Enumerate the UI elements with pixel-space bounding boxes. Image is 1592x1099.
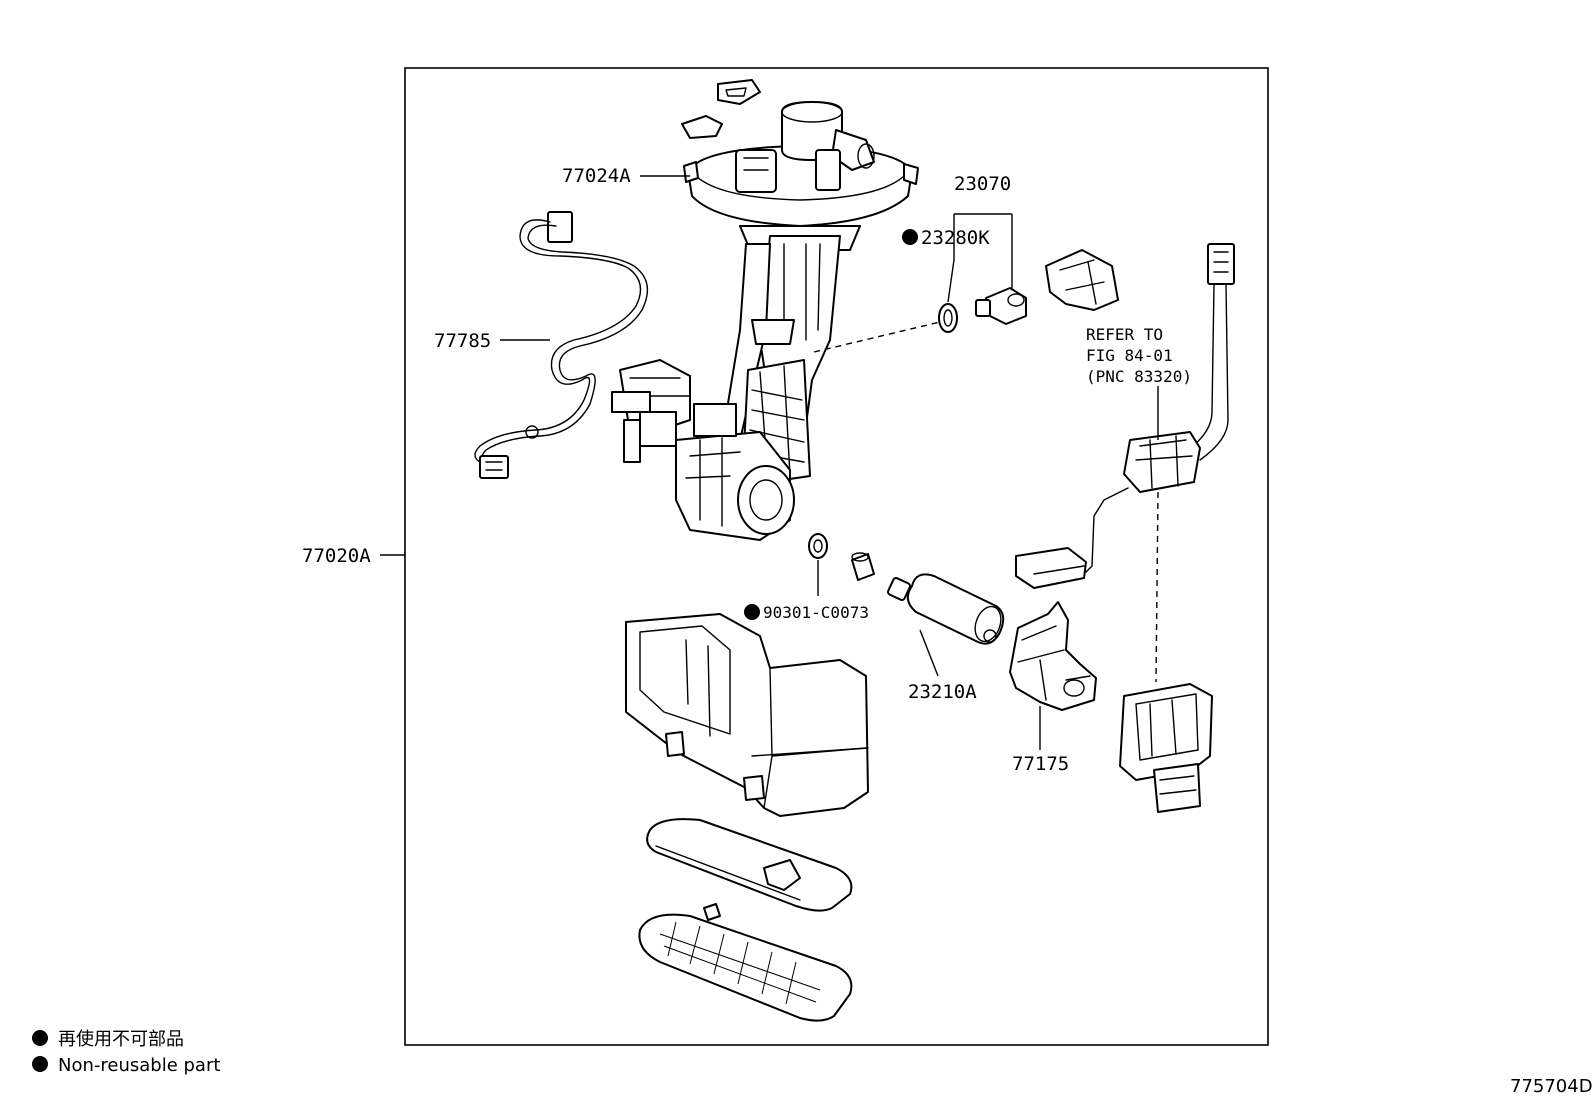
leader-23070 <box>947 213 1013 303</box>
figure-id: 775704D <box>1510 1076 1592 1097</box>
legend-dot-japanese <box>32 1030 48 1046</box>
fuel-filter-part <box>646 818 853 912</box>
sender-housing-part <box>1119 683 1213 813</box>
sender-gauge-part <box>1015 243 1235 589</box>
wire-harness-part <box>474 211 649 479</box>
non-reusable-dot-23280K <box>902 229 918 245</box>
callout-77020A: 77020A <box>302 545 371 567</box>
pump-bracket-body <box>611 235 841 541</box>
reference-note-line2: FIG 84-01 <box>1086 346 1173 365</box>
sub-tank-part <box>625 613 869 817</box>
callout-77785: 77785 <box>434 330 491 352</box>
fuel-pump-part <box>887 573 1005 645</box>
sender-dashed-line <box>1155 491 1159 683</box>
callout-23070: 23070 <box>954 173 1011 195</box>
legend-dot-english <box>32 1056 48 1072</box>
regulator-dashed-line <box>813 321 941 353</box>
regulator-set-parts <box>938 249 1119 333</box>
assembly-frame <box>404 67 1269 1046</box>
reference-note-line3: (PNC 83320) <box>1086 367 1192 386</box>
strainer-part <box>638 903 853 1022</box>
legend-japanese: 再使用不可部品 <box>58 1029 184 1050</box>
legend-english: Non-reusable part <box>58 1055 220 1076</box>
leader-23210A <box>919 629 939 677</box>
callout-90301-C0073: 90301-C0073 <box>763 603 869 622</box>
callout-77024A: 77024A <box>562 165 631 187</box>
callout-23280K: 23280K <box>921 227 990 249</box>
flange-part <box>681 79 919 251</box>
callout-23210A: 23210A <box>908 681 977 703</box>
callout-77175: 77175 <box>1012 753 1069 775</box>
pump-o-ring-part <box>808 533 875 581</box>
suction-bracket-part <box>1009 601 1097 711</box>
reference-note-line1: REFER TO <box>1086 325 1163 344</box>
non-reusable-dot-90301 <box>744 604 760 620</box>
